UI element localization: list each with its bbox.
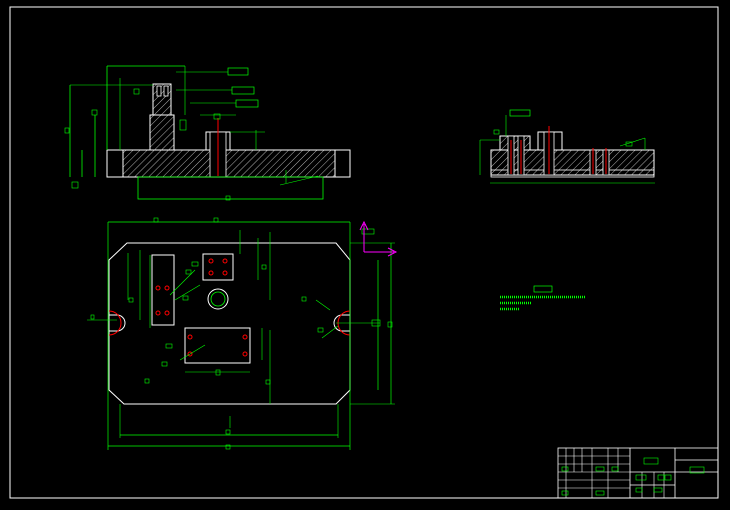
side-base [490, 149, 655, 176]
plan-lower-block [184, 327, 251, 364]
side-left-boss [499, 135, 531, 151]
front-section-view [64, 65, 351, 201]
plan-hole-markers [155, 258, 248, 357]
front-callout-2 [231, 86, 255, 95]
plan-plate-outline [108, 242, 351, 405]
plan-left-slot [109, 314, 126, 332]
front-right-flange [334, 149, 351, 178]
notes-block [500, 285, 585, 311]
side-callout [509, 109, 531, 117]
side-section-view [479, 109, 655, 184]
front-callout-1 [227, 67, 249, 76]
front-riser [149, 114, 175, 151]
plan-left-block [151, 254, 175, 326]
top-plan-view [87, 217, 398, 450]
notes-heading-box [533, 285, 553, 293]
coordinate-axis-icon [359, 220, 398, 257]
plan-center-bore [207, 288, 229, 310]
sheet-border [9, 6, 719, 499]
title-block-code-box [689, 466, 705, 474]
title-block-name-box [643, 457, 659, 465]
title-block [557, 447, 719, 499]
front-base-plate [122, 149, 336, 178]
front-callout-3 [235, 99, 259, 108]
front-bottom-foot [137, 176, 324, 200]
front-left-flange [106, 149, 124, 178]
plan-upper-block [202, 253, 234, 281]
